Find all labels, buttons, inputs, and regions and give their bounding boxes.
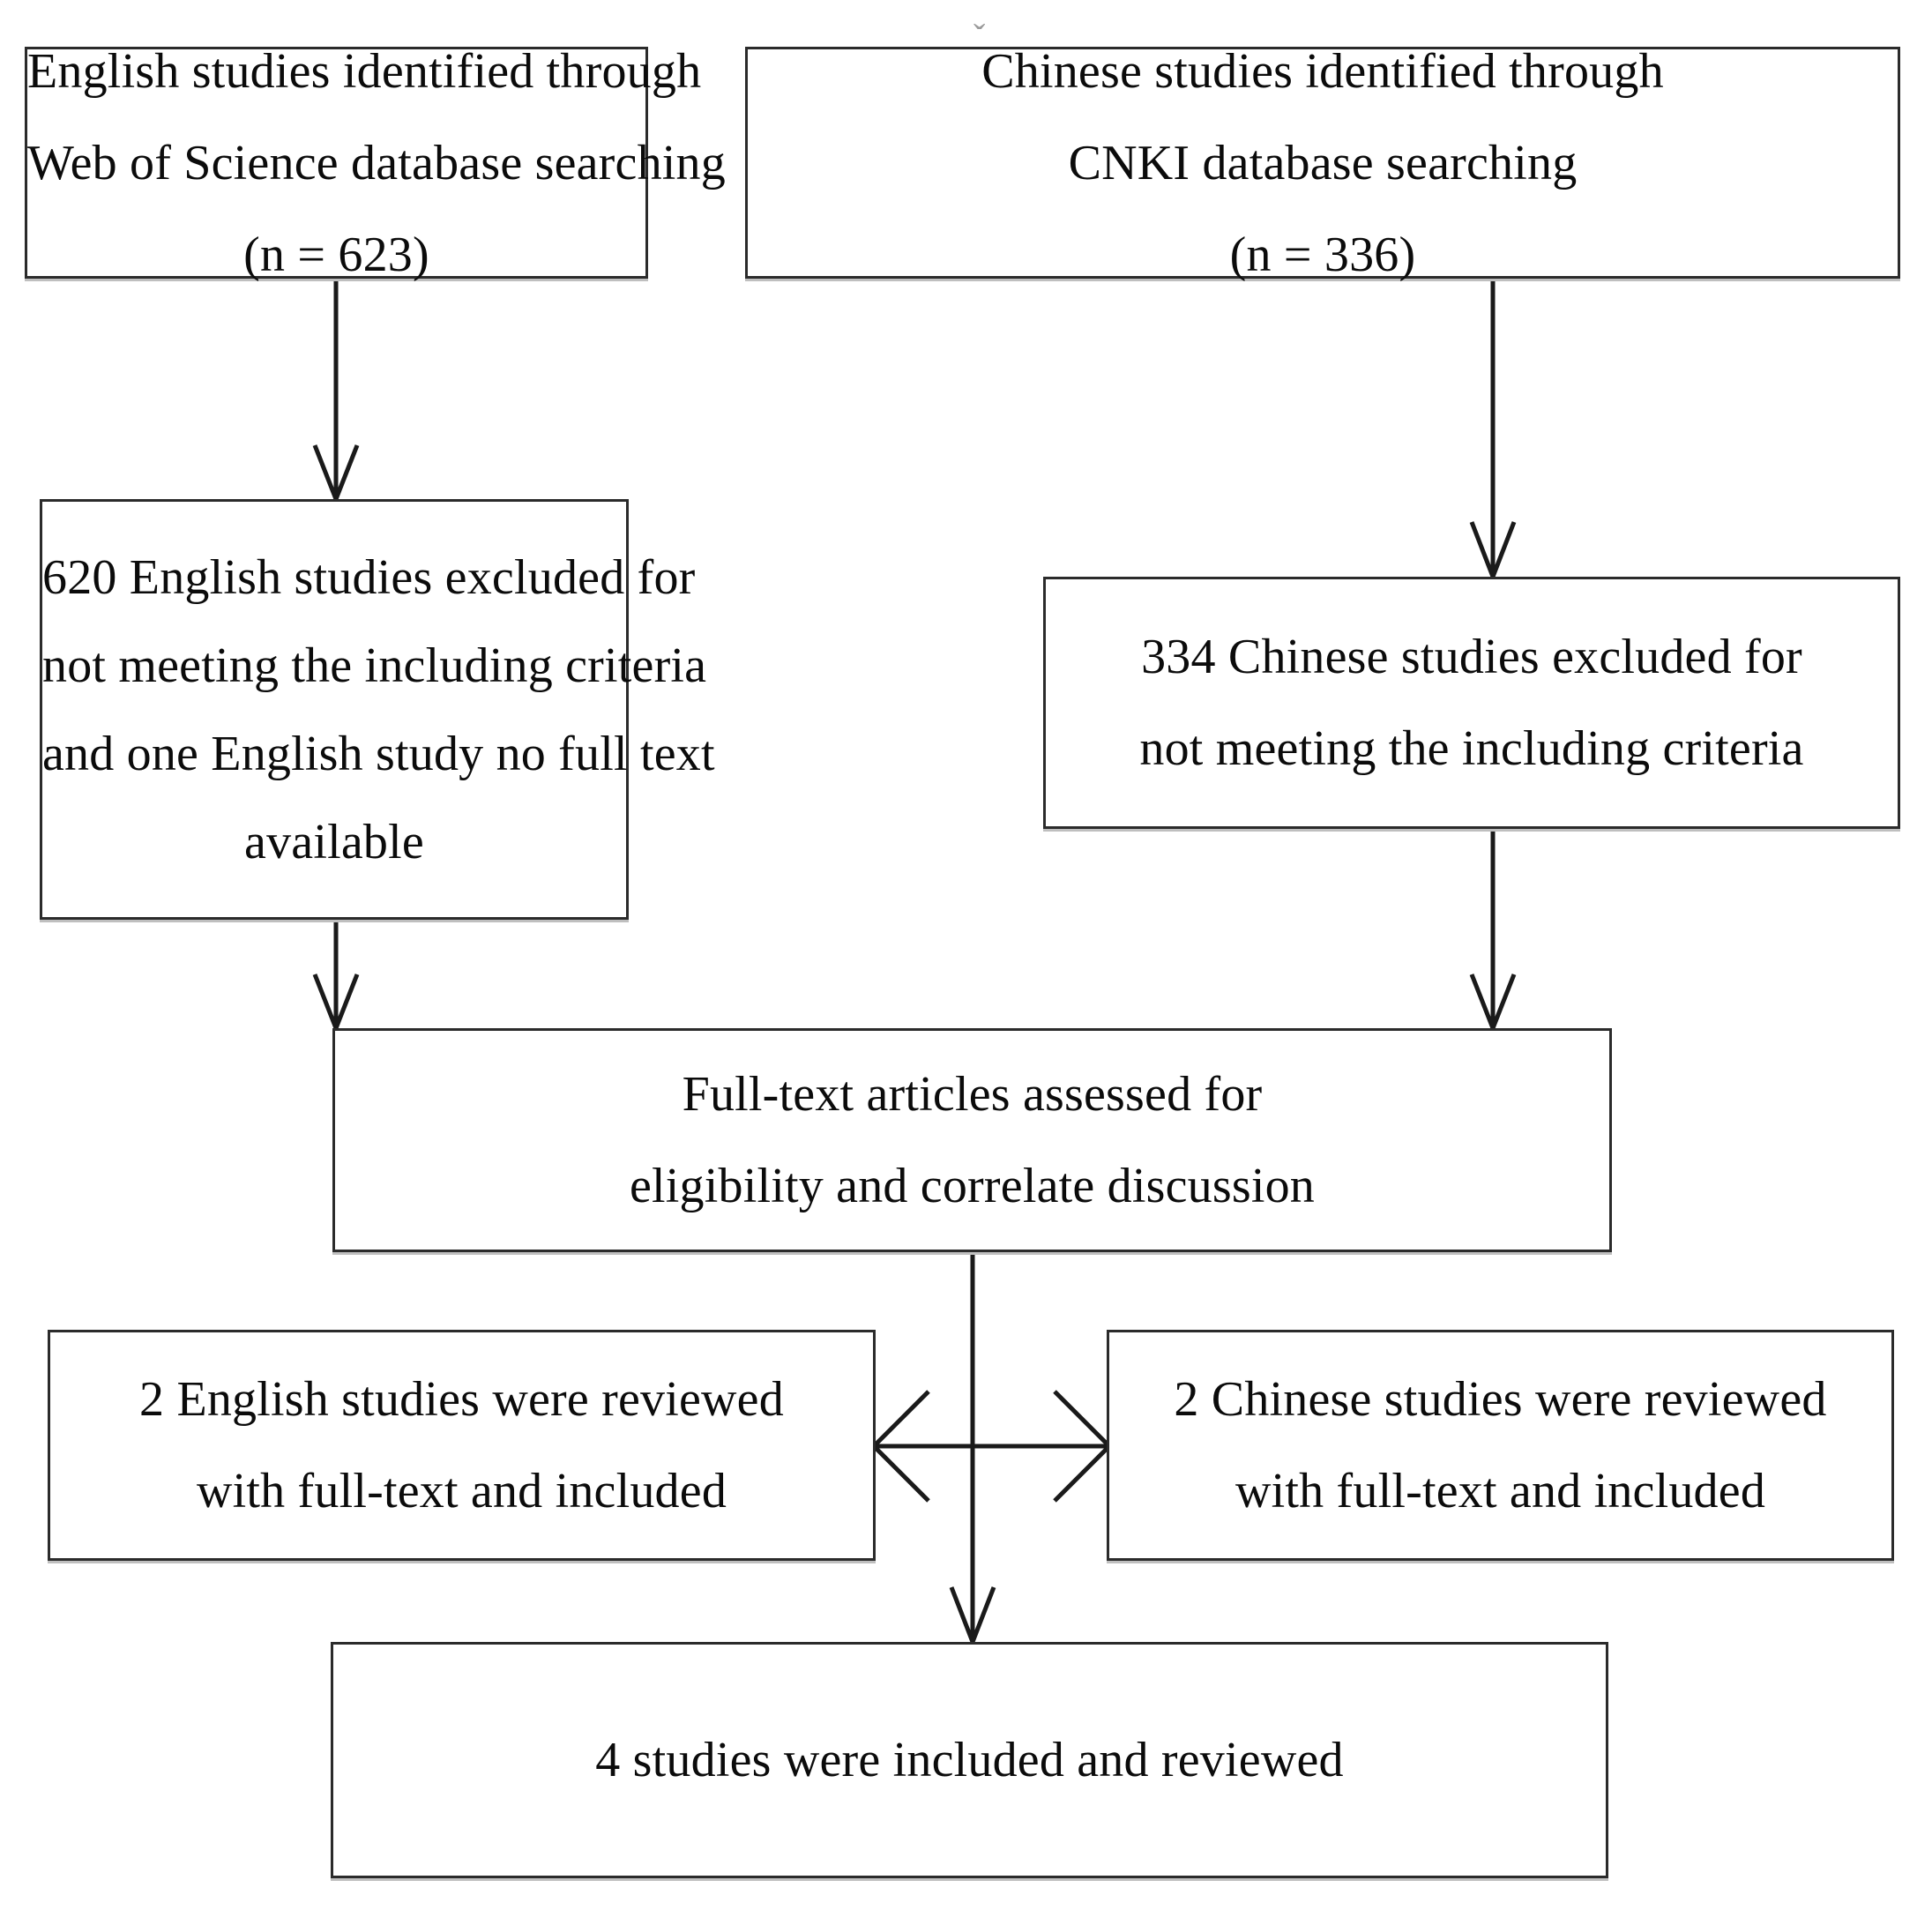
chinese-identified-line-1: Chinese studies identified through <box>981 43 1664 99</box>
english-excluded-line-4: available <box>244 814 424 869</box>
arrow-chinese-excluded-to-fulltext <box>1469 829 1517 1034</box>
scan-artifact-glyph: ˇ <box>973 17 986 56</box>
fulltext-assessed-line-2: eligibility and correlate discussion <box>629 1159 1315 1213</box>
box-final-included: 4 studies were included and reviewed <box>331 1642 1608 1878</box>
arrow-english-excluded-to-fulltext <box>312 920 360 1034</box>
final-included-line-1: 4 studies were included and reviewed <box>595 1733 1344 1787</box>
chinese-excluded-line-1: 334 Chinese studies excluded for <box>1141 630 1802 684</box>
box-chinese-included: 2 Chinese studies were reviewed with ful… <box>1107 1330 1894 1561</box>
arrow-chinese-identified-to-excluded <box>1469 279 1517 583</box>
english-included-line-1: 2 English studies were reviewed <box>139 1372 784 1427</box>
chinese-identified-line-2: CNKI database searching <box>1068 135 1578 190</box>
english-excluded-line-1: 620 English studies excluded for <box>42 549 696 605</box>
english-identified-line-1: English studies identified through <box>27 43 702 99</box>
chinese-included-line-2: with full-text and included <box>1235 1464 1766 1518</box>
box-fulltext-assessed: Full-text articles assessed for eligibil… <box>332 1028 1612 1252</box>
english-identified-count: (n = 623) <box>243 227 429 282</box>
box-english-included: 2 English studies were reviewed with ful… <box>48 1330 876 1561</box>
box-english-identified: English studies identified through Web o… <box>25 43 726 282</box>
fulltext-assessed-line-1: Full-text articles assessed for <box>682 1067 1263 1122</box>
arrow-english-included-to-chinese-included <box>870 1390 1113 1503</box>
box-chinese-identified: Chinese studies identified through CNKI … <box>745 43 1900 282</box>
chinese-included-line-1: 2 Chinese studies were reviewed <box>1174 1372 1827 1427</box>
box-chinese-excluded: 334 Chinese studies excluded for not mee… <box>1043 577 1900 829</box>
chinese-excluded-line-2: not meeting the including criteria <box>1139 721 1804 776</box>
english-included-line-2: with full-text and included <box>196 1464 727 1518</box>
arrow-english-identified-to-excluded <box>312 279 360 505</box>
english-excluded-line-2: not meeting the including criteria <box>42 638 707 693</box>
english-excluded-line-3: and one English study no full text <box>42 726 715 781</box>
box-english-excluded: 620 English studies excluded for not mee… <box>40 499 715 920</box>
arrow-fulltext-to-final <box>949 1252 996 1648</box>
english-identified-line-2: Web of Science database searching <box>27 135 726 190</box>
chinese-identified-count: (n = 336) <box>1229 227 1416 282</box>
